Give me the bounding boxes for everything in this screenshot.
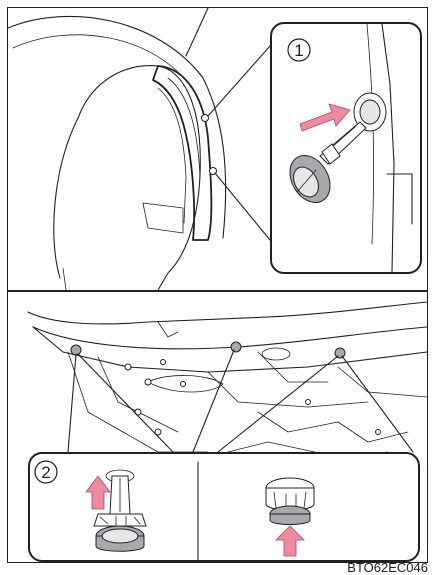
- clip-head-side-right: [270, 514, 310, 525]
- clip-collar-left: [94, 514, 146, 526]
- liner-body: [153, 66, 211, 240]
- pull-up-arrow: [86, 476, 110, 509]
- ground-mark: [63, 268, 66, 290]
- tire-outline: [78, 66, 200, 290]
- frame-member-left: [68, 352, 208, 452]
- leader-line-upper: [208, 46, 270, 116]
- panel-corner: [387, 174, 412, 224]
- hole-8: [376, 430, 381, 435]
- clip-head-top-left: [102, 529, 138, 543]
- figure-code-label: BTO62EC046: [347, 560, 428, 575]
- push-up-arrow: [276, 526, 304, 556]
- liner-rib-2: [158, 88, 186, 223]
- panel-crease: [367, 24, 374, 244]
- rear-rail: [258, 412, 408, 442]
- underbody-panel: 2: [7, 291, 428, 563]
- bumper-edge: [28, 302, 427, 324]
- step-1-number: 1: [294, 41, 303, 60]
- plug-oval: [262, 348, 290, 360]
- crossmember: [208, 372, 368, 407]
- fender-edge-line: [186, 8, 208, 56]
- bracket-a: [258, 352, 328, 382]
- clip-location-1: [202, 115, 209, 122]
- hole-2: [145, 379, 151, 385]
- clip-hole-inner: [360, 100, 380, 124]
- leader-c-right: [342, 356, 413, 452]
- pull-arrow: [300, 104, 350, 131]
- tire-inner-edge: [54, 118, 78, 278]
- underbody-front-edge: [33, 327, 427, 349]
- clip-removal-illustration: 1: [272, 24, 420, 272]
- tab-shape: [158, 322, 178, 337]
- panel-edge: [382, 24, 394, 272]
- fender-arch-outer: [8, 16, 226, 238]
- fender-arch-inner: [13, 35, 188, 83]
- hole-7: [306, 400, 311, 405]
- frame-member-inner: [98, 357, 178, 432]
- callout-step-1: 1: [270, 22, 422, 274]
- leader-b-left: [193, 350, 234, 452]
- fender-liner-panel: 1: [7, 7, 428, 291]
- callout-step-2: 2: [28, 452, 420, 562]
- hole-4: [181, 382, 186, 387]
- hole-1: [125, 364, 131, 370]
- leader-a-left: [68, 354, 76, 452]
- clip-location-b: [231, 342, 241, 352]
- clip-install-illustration: 2: [30, 454, 418, 560]
- bracket-b: [338, 367, 427, 397]
- hole-3: [161, 360, 166, 365]
- step-2-number: 2: [41, 463, 50, 482]
- liner-flap: [143, 203, 183, 233]
